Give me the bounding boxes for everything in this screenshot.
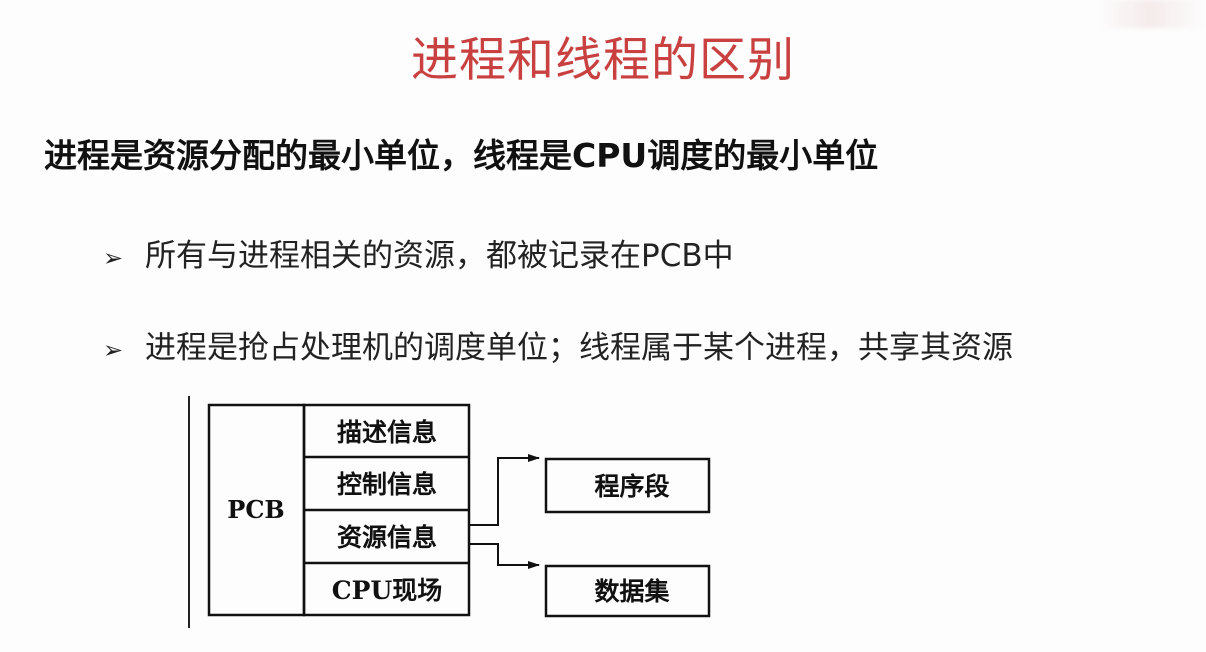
pcb-label: PCB: [227, 495, 284, 524]
bullet-item: ➢ 所有与进程相关的资源，都被记录在PCB中: [103, 234, 734, 280]
program-segment-label: 程序段: [594, 472, 669, 501]
bullet-text: 所有与进程相关的资源，都被记录在PCB中: [145, 238, 734, 274]
page-title: 进程和线程的区别: [411, 33, 795, 88]
arrow-bullet-icon: ➢: [103, 243, 124, 272]
pcb-field-description: 描述信息: [337, 418, 437, 447]
bullet-item: ➢ 进程是抢占处理机的调度单位；线程属于某个进程，共享其资源: [103, 326, 1013, 372]
corner-blur-decoration: [1096, 0, 1206, 28]
pcb-field-cpu-context: CPU现场: [332, 576, 443, 605]
arrow-bullet-icon: ➢: [103, 335, 124, 364]
program-segment-box: [544, 457, 711, 514]
dataset-label: 数据集: [594, 577, 670, 606]
pcb-field-control: 控制信息: [337, 470, 437, 499]
slide-subtitle: 进程是资源分配的最小单位，线程是CPU调度的最小单位: [44, 136, 879, 175]
pcb-field-resource: 资源信息: [337, 523, 437, 552]
pcb-fields-box: [302, 403, 471, 617]
dataset-box: [544, 564, 711, 618]
arrow-to-program-segment: [469, 454, 540, 526]
bullet-text: 进程是抢占处理机的调度单位；线程属于某个进程，共享其资源: [145, 330, 1013, 366]
pcb-box: [207, 403, 306, 617]
arrow-to-dataset: [469, 543, 540, 569]
